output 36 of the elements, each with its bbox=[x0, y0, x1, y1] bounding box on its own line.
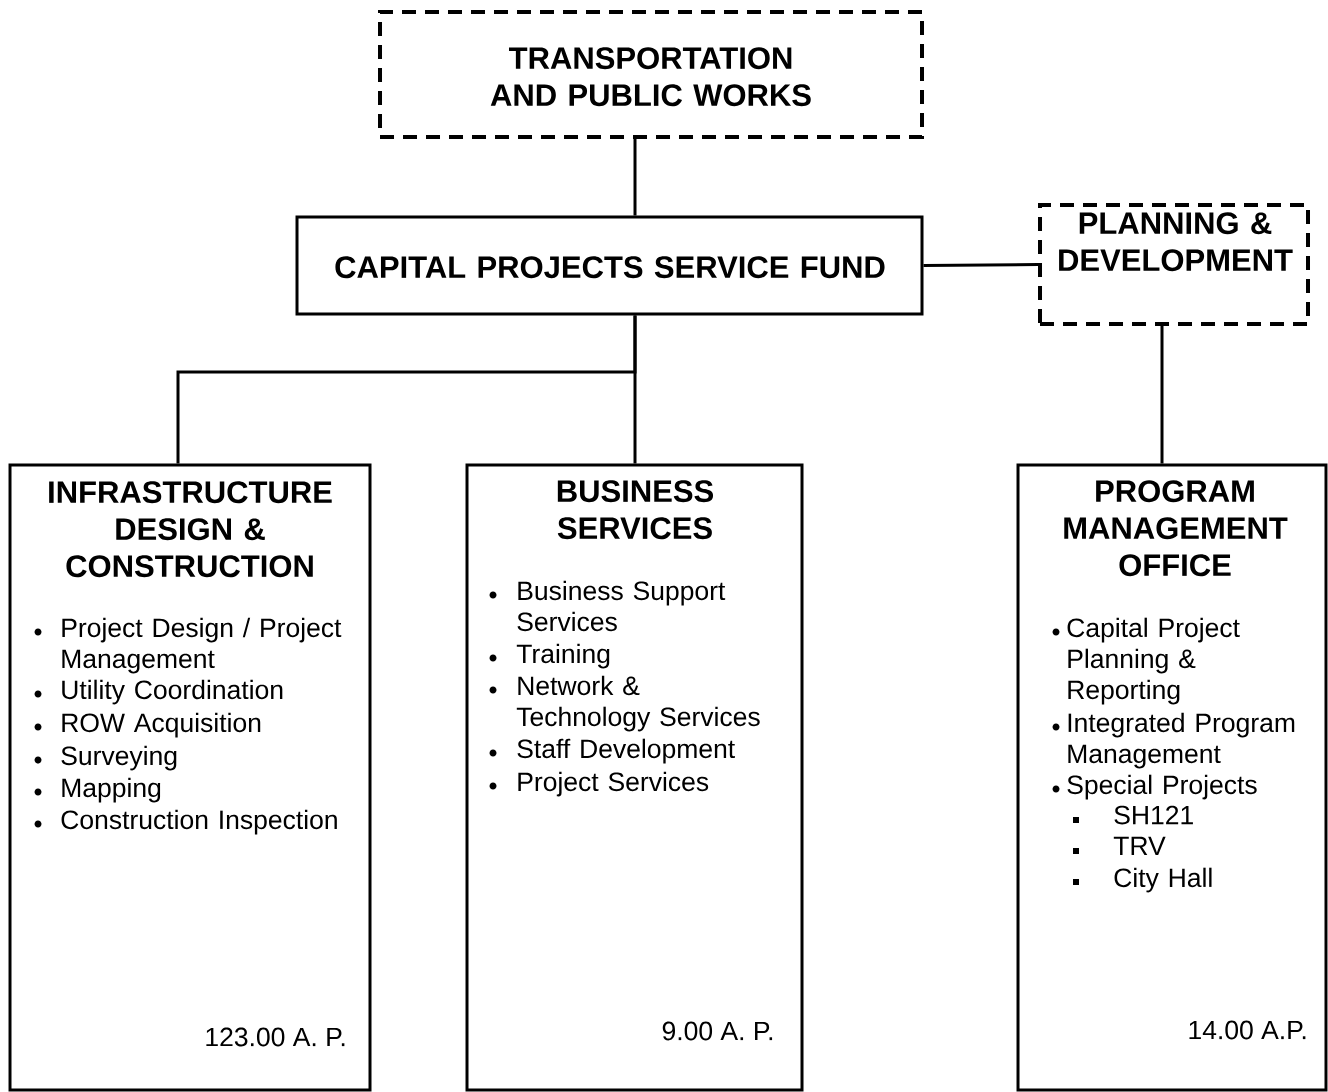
staff-count: 9.00 A. P. bbox=[662, 1021, 773, 1041]
bullet-item: Special Projects bbox=[1052, 774, 1257, 800]
bullet-item: ROW Acquisition bbox=[34, 712, 261, 738]
heading: CAPITAL PROJECTS SERVICE FUND bbox=[335, 256, 885, 279]
org-box bbox=[465, 463, 804, 1092]
bullet-item: Network & Technology Services bbox=[489, 675, 760, 732]
org-box bbox=[1038, 203, 1310, 326]
heading: BUSINESS SERVICES bbox=[557, 480, 713, 540]
connector-line bbox=[923, 263, 1039, 267]
heading: PROGRAM MANAGEMENT OFFICE bbox=[1064, 480, 1288, 577]
bullet-item: Training bbox=[489, 643, 610, 669]
bullet-item: Capital Project Planning & Reporting bbox=[1052, 617, 1240, 705]
org-box bbox=[8, 463, 372, 1092]
bullet-item: City Hall bbox=[1073, 867, 1212, 893]
bullet-item: Construction Inspection bbox=[34, 809, 337, 835]
bullet-item: Mapping bbox=[34, 777, 161, 803]
staff-count: 123.00 A. P. bbox=[206, 1027, 345, 1047]
bullet-item: Surveying bbox=[34, 745, 177, 771]
org-box bbox=[1016, 463, 1328, 1092]
org-box bbox=[378, 10, 924, 139]
connector-line bbox=[633, 139, 637, 216]
bullet-item: Project Design / Project Management bbox=[34, 617, 342, 674]
bullet-item: Business Support Services bbox=[489, 580, 726, 632]
heading: TRANSPORTATION AND PUBLIC WORKS bbox=[490, 47, 811, 107]
bullet-item: Utility Coordination bbox=[34, 679, 283, 705]
staff-count: 14.00 A.P. bbox=[1189, 1020, 1306, 1040]
heading: PLANNING & DEVELOPMENT bbox=[1059, 212, 1293, 272]
connector-line bbox=[633, 315, 637, 464]
heading: INFRASTRUCTURE DESIGN & CONSTRUCTION bbox=[49, 481, 332, 578]
bullet-item: SH121 bbox=[1073, 805, 1193, 825]
bullet-item: TRV bbox=[1073, 836, 1166, 855]
connector-line bbox=[1160, 326, 1164, 464]
bullet-item: Staff Development bbox=[489, 738, 735, 764]
bullet-item: Project Services bbox=[489, 771, 709, 797]
org-box bbox=[295, 215, 924, 316]
bullet-item: Integrated Program Management bbox=[1052, 712, 1295, 769]
